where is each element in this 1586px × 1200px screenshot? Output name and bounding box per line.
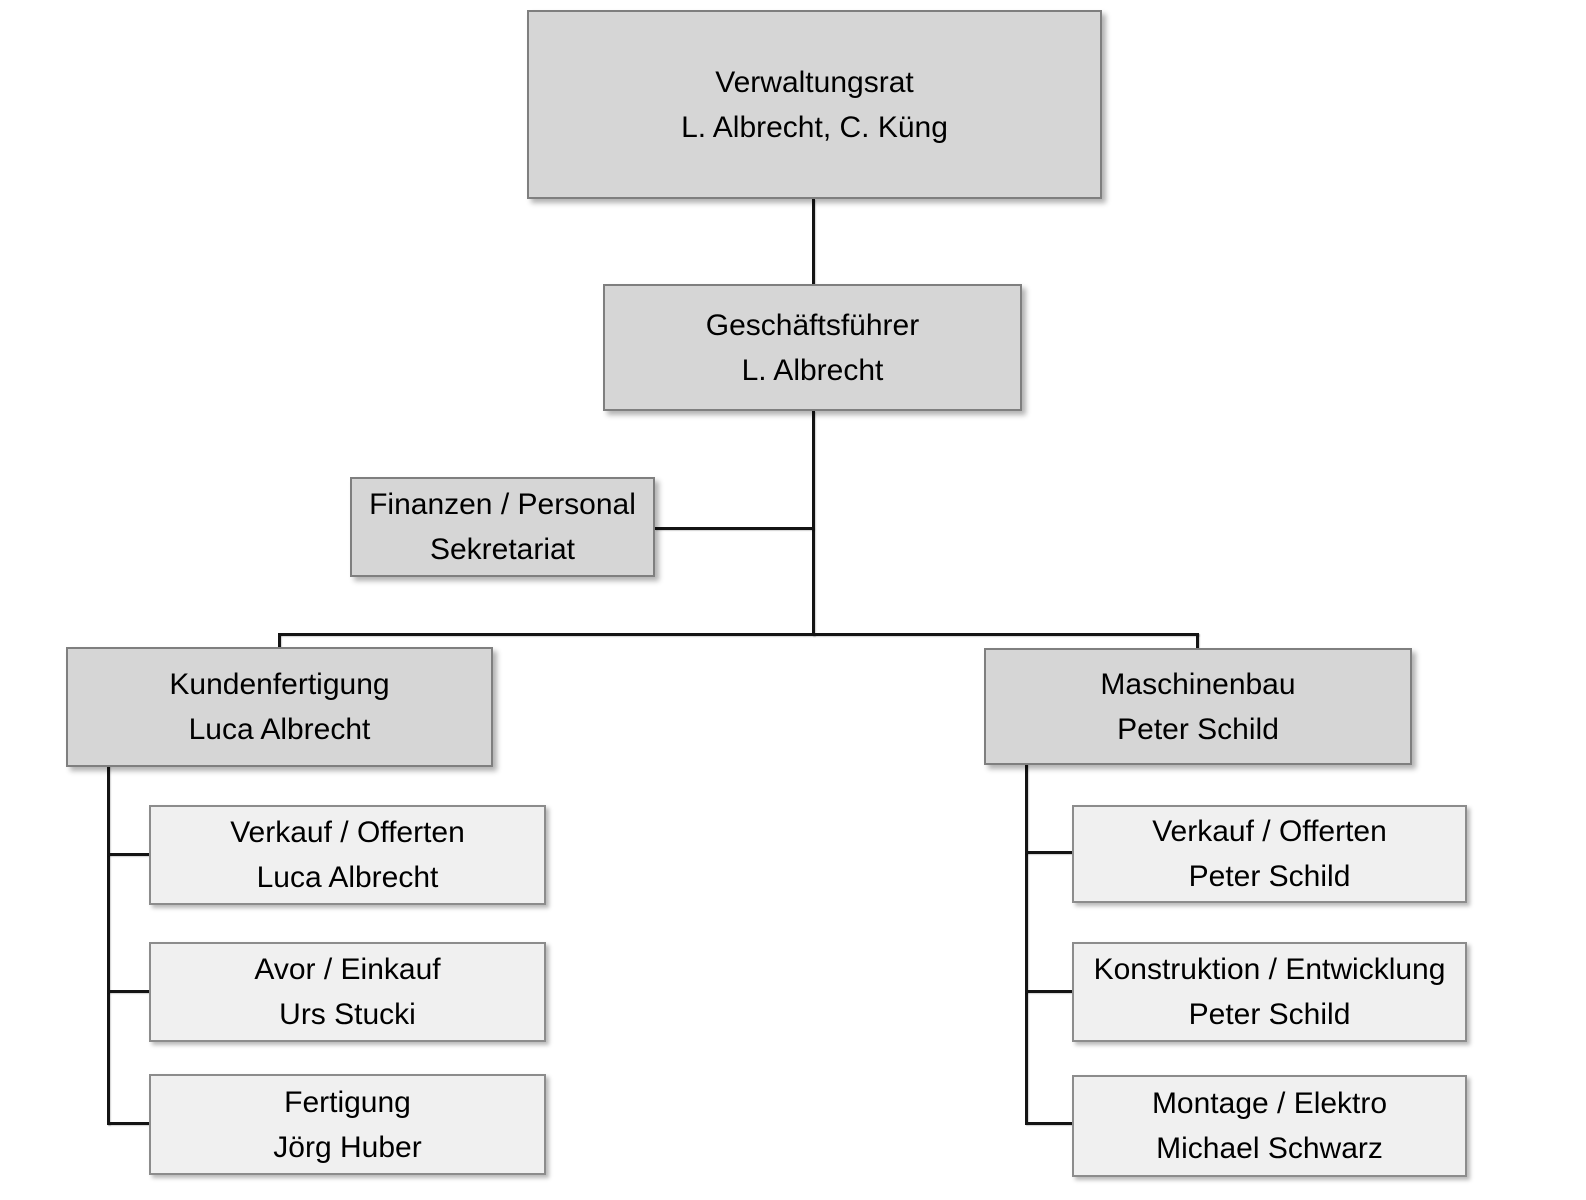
- node-title: Finanzen / Personal: [369, 488, 636, 521]
- node-person: Sekretariat: [429, 533, 576, 566]
- node-title: Kundenfertigung: [169, 668, 390, 701]
- node-kf-avor-einkauf: Avor / Einkauf Urs Stucki: [149, 942, 546, 1042]
- node-person: Michael Schwarz: [1156, 1132, 1383, 1165]
- node-title: Verwaltungsrat: [715, 65, 914, 99]
- connector-maschinenbau-vertical: [1025, 763, 1028, 1124]
- node-kf-verkauf-offerten: Verkauf / Offerten Luca Albrecht: [149, 805, 546, 905]
- node-finanzen-personal: Finanzen / Personal Sekretariat: [350, 477, 655, 577]
- node-person: Peter Schild: [1188, 860, 1351, 893]
- node-mb-montage-elektro: Montage / Elektro Michael Schwarz: [1072, 1075, 1467, 1177]
- connector-staff-stub: [655, 527, 814, 530]
- node-person: Urs Stucki: [279, 998, 416, 1031]
- connector-ceo-to-branches: [812, 411, 815, 636]
- node-title: Konstruktion / Entwicklung: [1093, 953, 1446, 986]
- connector-kundenfertigung-stub-2: [107, 990, 151, 993]
- node-verwaltungsrat: Verwaltungsrat L. Albrecht, C. Küng: [527, 10, 1102, 199]
- connector-branches-horizontal: [278, 633, 1199, 636]
- node-kf-fertigung: Fertigung Jörg Huber: [149, 1074, 546, 1175]
- node-title: Avor / Einkauf: [254, 953, 441, 986]
- node-title: Maschinenbau: [1100, 667, 1296, 701]
- node-title: Montage / Elektro: [1151, 1087, 1388, 1120]
- connector-maschinenbau-stub-1: [1025, 851, 1074, 854]
- node-title: Verkauf / Offerten: [1152, 815, 1387, 848]
- node-title: Geschäftsführer: [705, 308, 920, 342]
- node-person: L. Albrecht: [741, 353, 884, 387]
- connector-kundenfertigung-stub-1: [107, 853, 151, 856]
- connector-kundenfertigung-stub-3: [107, 1122, 151, 1125]
- connector-maschinenbau-stub-3: [1025, 1122, 1074, 1125]
- connector-left-branch-drop: [278, 633, 281, 649]
- node-title: Verkauf / Offerten: [230, 816, 465, 849]
- node-maschinenbau: Maschinenbau Peter Schild: [984, 648, 1412, 765]
- connector-kundenfertigung-vertical: [107, 765, 110, 1125]
- node-geschaeftsfuehrer: Geschäftsführer L. Albrecht: [603, 284, 1022, 411]
- node-person: Luca Albrecht: [256, 861, 439, 894]
- connector-right-branch-drop: [1196, 633, 1199, 650]
- node-person: Jörg Huber: [273, 1130, 422, 1164]
- node-person: Luca Albrecht: [188, 713, 371, 746]
- node-kundenfertigung: Kundenfertigung Luca Albrecht: [66, 647, 493, 767]
- connector-root-to-ceo: [812, 199, 815, 285]
- connector-maschinenbau-stub-2: [1025, 990, 1074, 993]
- node-person: Peter Schild: [1117, 712, 1279, 746]
- node-title: Fertigung: [284, 1085, 411, 1119]
- node-person: Peter Schild: [1188, 998, 1351, 1031]
- node-person: L. Albrecht, C. Küng: [681, 110, 948, 144]
- node-mb-konstruktion-entwicklung: Konstruktion / Entwicklung Peter Schild: [1072, 942, 1467, 1042]
- node-mb-verkauf-offerten: Verkauf / Offerten Peter Schild: [1072, 805, 1467, 903]
